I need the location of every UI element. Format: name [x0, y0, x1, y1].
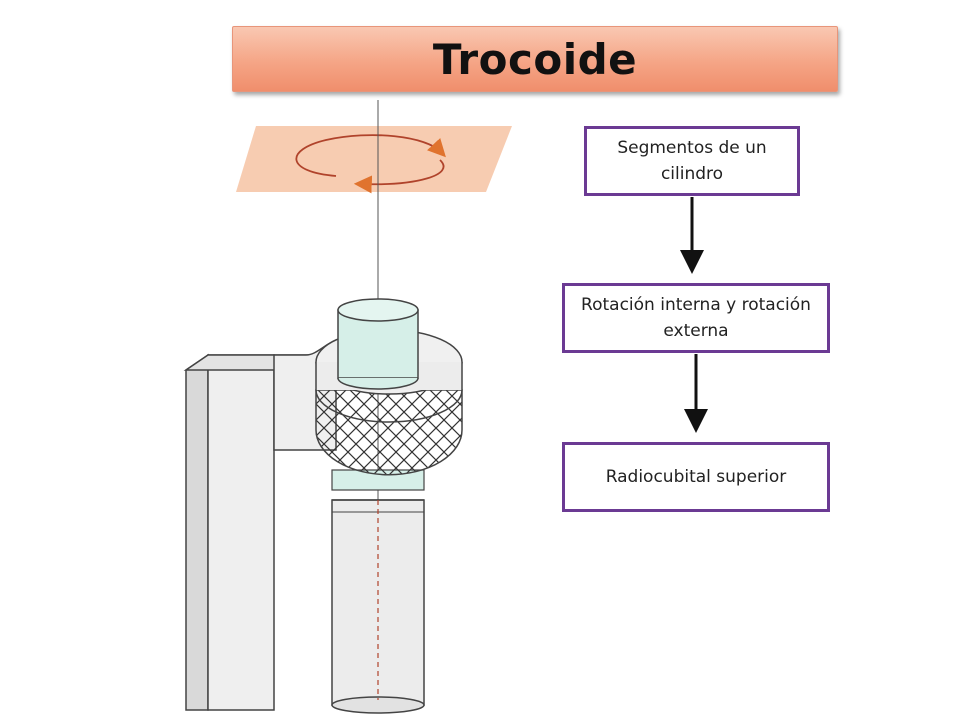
upper-cylinder-body	[337, 309, 419, 379]
lower-cylinder-bottom	[331, 696, 425, 714]
bracket-front	[207, 354, 275, 711]
page-title: Trocoide	[432, 34, 638, 84]
flow-box-rotacion-label: Rotación interna y rotación externa	[581, 295, 811, 341]
pivot-joint-illustration	[183, 100, 512, 714]
flow-box-segmentos: Segmentos de un cilindro	[584, 126, 800, 196]
bracket-side	[185, 353, 209, 711]
flow-box-radiocubital-label: Radiocubital superior	[605, 467, 787, 487]
rotation-arrow-front	[295, 134, 446, 177]
title-banner: Trocoide	[232, 26, 838, 92]
upper-cylinder-top	[337, 298, 419, 322]
flow-box-radiocubital: Radiocubital superior	[562, 442, 830, 512]
ring-hatched-band	[315, 389, 463, 476]
flow-box-segmentos-label: Segmentos de un cilindro	[617, 138, 767, 184]
flow-box-rotacion: Rotación interna y rotación externa	[562, 283, 830, 353]
